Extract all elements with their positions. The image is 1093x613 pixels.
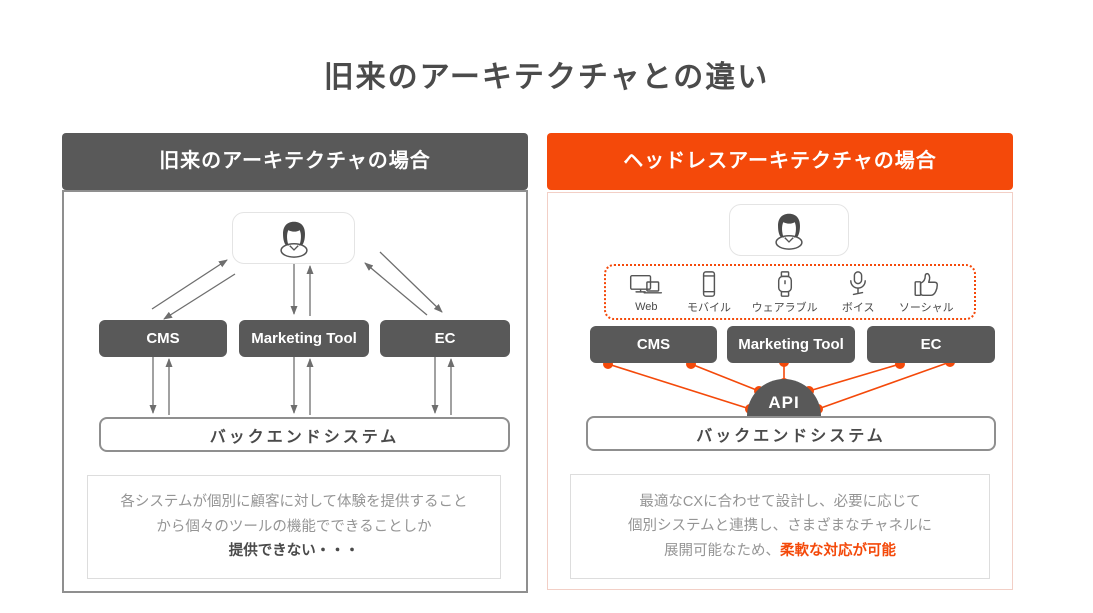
mobile-icon [702, 271, 716, 297]
traditional-description-line1: 各システムが個別に顧客に対して体験を提供すること [120, 494, 468, 511]
traditional-marketing-tool-box: Marketing Tool [239, 320, 369, 357]
web-devices-icon [630, 274, 663, 294]
headless-backend-box: バックエンドシステム [586, 416, 996, 451]
traditional-panel-body: CMS Marketing Tool EC バックエンドシステム 各システムが個… [62, 190, 528, 593]
female-user-icon [279, 221, 308, 258]
headless-description-line2: 個別システムと連携し、さまざまなチャネルに [628, 518, 932, 535]
female-user-icon [775, 213, 803, 250]
headless-description-line3-prefix: 展開可能なため、 [664, 542, 780, 559]
channel-label: Web [635, 301, 658, 313]
voice-icon [850, 271, 867, 296]
channel-wearable: ウェアラブル [752, 271, 818, 315]
traditional-ec-box: EC [380, 320, 510, 357]
traditional-arrows [149, 251, 455, 415]
customer-box [232, 212, 355, 264]
page-title: 旧来のアーキテクチャとの違い [323, 61, 770, 94]
headless-marketing-tool-box: Marketing Tool [727, 326, 855, 363]
traditional-description-line2: から個々のツールの機能でできることしか [156, 518, 432, 535]
channels-strip: Web モバイル ウェアラブル [604, 264, 976, 320]
channel-voice: ボイス [838, 271, 878, 315]
channel-label: ウェアラブル [751, 302, 818, 314]
traditional-description-conclusion: 提供できない・・・ [228, 543, 360, 560]
channel-mobile: モバイル [687, 271, 731, 315]
channel-social: ソーシャル [899, 271, 954, 315]
traditional-panel-header: 旧来のアーキテクチャの場合 [62, 133, 528, 190]
api-label: API [768, 393, 800, 412]
traditional-cms-box: CMS [99, 320, 227, 357]
headless-description-line3: 展開可能なため、柔軟な対応が可能 [664, 539, 896, 564]
traditional-architecture-panel: 旧来のアーキテクチャの場合 [62, 133, 528, 593]
headless-cms-box: CMS [590, 326, 717, 363]
headless-panel-header: ヘッドレスアーキテクチャの場合 [547, 133, 1013, 190]
channel-label: モバイル [686, 302, 731, 314]
headless-description-line1: 最適なCXに合わせて設計し、必要に応じて [639, 493, 921, 510]
headless-description-box: 最適なCXに合わせて設計し、必要に応じて 個別システムと連携し、さまざまなチャネ… [570, 474, 990, 579]
customer-box [729, 204, 849, 256]
headless-panel-body: Web モバイル ウェアラブル [547, 192, 1013, 590]
traditional-backend-box: バックエンドシステム [99, 417, 510, 452]
channel-web: Web [626, 273, 666, 313]
wearable-icon [777, 271, 792, 297]
headless-description-highlight: 柔軟な対応が可能 [780, 542, 896, 559]
headless-architecture-panel: ヘッドレスアーキテクチャの場合 [547, 133, 1013, 590]
headless-ec-box: EC [867, 326, 995, 363]
channel-label: ボイス [841, 302, 875, 314]
channel-label: ソーシャル [898, 302, 954, 314]
traditional-description-box: 各システムが個別に顧客に対して体験を提供すること から個々のツールの機能でできる… [87, 475, 501, 579]
social-icon [914, 272, 939, 297]
